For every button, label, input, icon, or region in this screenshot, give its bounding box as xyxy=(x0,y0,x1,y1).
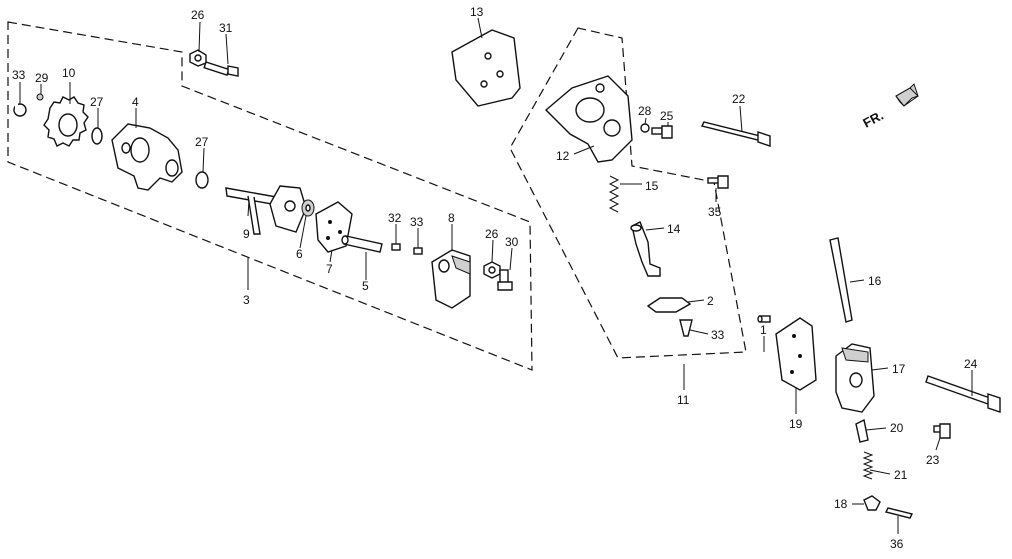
callout-1: 1 xyxy=(760,323,767,337)
callout-25: 25 xyxy=(660,109,674,123)
shaft-9 xyxy=(225,185,307,235)
callout-2: 2 xyxy=(707,294,714,308)
callout-17: 17 xyxy=(892,362,906,376)
bolt-32 xyxy=(203,61,239,77)
pin-30 xyxy=(679,319,693,337)
ball-29 xyxy=(36,93,44,101)
assembly-3-boundary xyxy=(7,21,533,371)
assembly-11-boundary xyxy=(509,27,747,359)
callout-26a: 26 xyxy=(191,8,205,22)
callout-22: 22 xyxy=(732,92,746,106)
spring-15 xyxy=(608,175,620,213)
plate-19 xyxy=(775,317,817,391)
leader-lines xyxy=(19,17,973,534)
pin-5 xyxy=(341,235,383,253)
pin-1 xyxy=(757,315,771,323)
callout-28: 28 xyxy=(638,104,652,118)
callout-32: 31 xyxy=(219,21,233,35)
callout-18: 18 xyxy=(834,497,848,511)
housing-12 xyxy=(544,75,633,163)
callout-36: 36 xyxy=(890,537,904,551)
callout-5: 5 xyxy=(362,279,369,293)
valve-body-8 xyxy=(431,249,471,309)
callout-21: 21 xyxy=(894,468,908,482)
washer-27b xyxy=(195,171,209,189)
bracket-13 xyxy=(451,29,521,107)
callout-33a: 32 xyxy=(388,211,402,225)
pin-33a xyxy=(391,243,401,251)
callout-35: 35 xyxy=(708,205,722,219)
rod-16 xyxy=(829,237,853,323)
bolt-25 xyxy=(651,125,673,139)
bolt-24 xyxy=(925,375,1001,413)
valve-14 xyxy=(630,221,661,277)
callout-13: 13 xyxy=(470,5,484,19)
bolt-23 xyxy=(933,423,951,439)
callout-27b: 27 xyxy=(195,135,209,149)
callout-15: 15 xyxy=(645,179,659,193)
fr-arrow xyxy=(895,83,919,107)
callout-16: 16 xyxy=(868,274,882,288)
valve-body-17 xyxy=(835,343,875,413)
fr-label: FR. xyxy=(860,108,886,131)
collar-26a xyxy=(189,49,207,67)
callout-12: 12 xyxy=(556,149,570,163)
callout-10: 10 xyxy=(62,66,76,80)
spring-21 xyxy=(862,451,874,480)
callout-34: 33 xyxy=(12,68,26,82)
bolt-35 xyxy=(707,175,729,189)
bolt-31 xyxy=(497,269,513,291)
pin-36 xyxy=(884,507,914,519)
gasket-2 xyxy=(646,297,692,313)
callout-24: 24 xyxy=(964,357,978,371)
callout-4: 4 xyxy=(132,95,139,109)
bolt-22 xyxy=(700,121,771,147)
callout-33b: 33 xyxy=(410,215,424,229)
plug-20 xyxy=(855,418,869,443)
gear-10 xyxy=(43,96,89,147)
spring-seat-6 xyxy=(301,199,315,217)
callout-9: 9 xyxy=(243,227,250,241)
callout-30: 33 xyxy=(711,328,725,342)
callout-11: 11 xyxy=(677,393,690,407)
callout-31: 30 xyxy=(505,235,519,249)
washer-27a xyxy=(91,127,103,145)
callout-26b: 26 xyxy=(485,227,499,241)
callout-14: 14 xyxy=(667,222,681,236)
o-ring-28 xyxy=(640,123,650,133)
seat-18 xyxy=(863,495,881,511)
callout-6: 6 xyxy=(296,247,303,261)
callout-29: 29 xyxy=(35,71,49,85)
callout-27a: 27 xyxy=(90,95,104,109)
callout-8: 8 xyxy=(448,211,455,225)
callout-19: 19 xyxy=(789,417,803,431)
pin-33b xyxy=(413,247,423,255)
snap-ring-34 xyxy=(13,103,27,117)
callout-20: 20 xyxy=(890,421,904,435)
callout-7: 7 xyxy=(326,262,333,276)
pump-body-4 xyxy=(111,123,183,191)
collar-26b xyxy=(483,261,501,279)
callout-3: 3 xyxy=(243,293,250,307)
callout-23: 23 xyxy=(926,453,940,467)
